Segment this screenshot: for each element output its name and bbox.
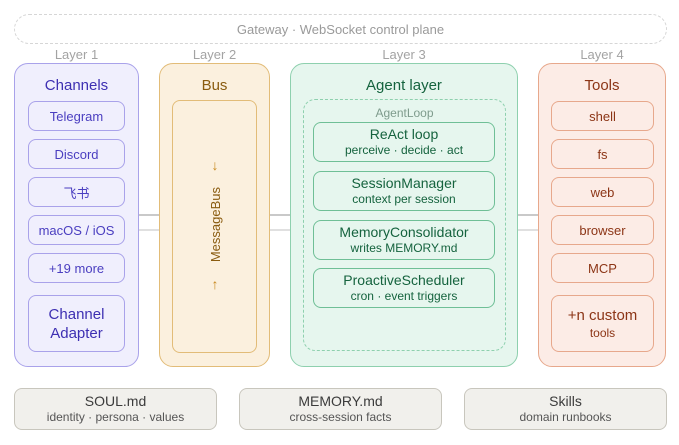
channel-telegram[interactable]: Telegram: [28, 101, 125, 131]
custom-tools-line1: +n custom: [567, 307, 638, 324]
proactive-scheduler-box: ProactiveScheduler cron · event triggers: [313, 268, 495, 308]
tool-shell[interactable]: shell: [551, 101, 654, 131]
channel-discord[interactable]: Discord: [28, 139, 125, 169]
connector-bus-agent: [270, 214, 290, 216]
channel-feishu[interactable]: 飞书: [28, 177, 125, 207]
react-loop-box: ReAct loop perceive · decide · act: [313, 122, 495, 162]
channel-more[interactable]: +19 more: [28, 253, 125, 283]
agent-loop-label: AgentLoop: [375, 106, 434, 120]
connector-channels-bus: [139, 214, 159, 216]
channel-adapter-line1: Channel: [48, 305, 105, 323]
session-manager-sub: context per session: [352, 192, 456, 206]
tools-title: Tools: [584, 76, 620, 94]
agent-panel: [290, 63, 518, 367]
channel-adapter-box: Channel Adapter: [28, 295, 125, 352]
channel-adapter-line2: Adapter: [50, 324, 103, 342]
skills-sub: domain runbooks: [519, 410, 612, 424]
layer-2-label: Layer 2: [192, 46, 237, 62]
session-manager-title: SessionManager: [351, 175, 457, 191]
soul-md-sub: identity · persona · values: [46, 410, 185, 424]
memory-md-title: MEMORY.md: [298, 393, 383, 409]
agent-loop-container: [303, 99, 506, 351]
connector-bus-channels: [139, 229, 159, 231]
layer-3-label: Layer 3: [382, 46, 426, 62]
down-arrow-icon: ↓: [211, 157, 219, 173]
custom-tools-box: +n custom tools: [551, 295, 654, 352]
custom-tools-line2: tools: [589, 326, 616, 340]
proactive-scheduler-title: ProactiveScheduler: [343, 272, 465, 288]
proactive-scheduler-sub: cron · event triggers: [350, 289, 458, 303]
layer-1-label: Layer 1: [54, 46, 99, 62]
channel-macos-ios[interactable]: macOS / iOS: [28, 215, 125, 245]
memory-md-sub: cross-session facts: [289, 410, 392, 424]
soul-md-box: SOUL.md identity · persona · values: [14, 388, 217, 430]
layer-4-label: Layer 4: [580, 46, 624, 62]
up-arrow-icon: ↑: [211, 276, 219, 292]
react-loop-title: ReAct loop: [369, 126, 439, 142]
tool-browser[interactable]: browser: [551, 215, 654, 245]
memory-consolidator-sub: writes MEMORY.md: [350, 241, 458, 255]
gateway-label: Gateway · WebSocket control plane: [236, 21, 445, 37]
session-manager-box: SessionManager context per session: [313, 171, 495, 211]
memory-consolidator-title: MemoryConsolidator: [339, 224, 469, 240]
agent-title: Agent layer: [366, 76, 442, 94]
connector-agent-bus: [270, 229, 290, 231]
message-bus-box: [172, 100, 257, 353]
skills-box: Skills domain runbooks: [464, 388, 667, 430]
connector-tools-agent: [518, 229, 538, 231]
tool-fs[interactable]: fs: [551, 139, 654, 169]
memory-md-box: MEMORY.md cross-session facts: [239, 388, 442, 430]
react-loop-sub: perceive · decide · act: [344, 143, 464, 157]
bus-title: Bus: [201, 76, 228, 94]
message-bus-label: MessageBus: [207, 187, 223, 263]
connector-agent-tools: [518, 214, 538, 216]
memory-consolidator-box: MemoryConsolidator writes MEMORY.md: [313, 220, 495, 260]
skills-title: Skills: [549, 393, 582, 409]
tool-web[interactable]: web: [551, 177, 654, 207]
soul-md-title: SOUL.md: [84, 393, 147, 409]
gateway-bar: Gateway · WebSocket control plane: [14, 14, 667, 44]
channels-title: Channels: [44, 76, 109, 94]
tool-mcp[interactable]: MCP: [551, 253, 654, 283]
